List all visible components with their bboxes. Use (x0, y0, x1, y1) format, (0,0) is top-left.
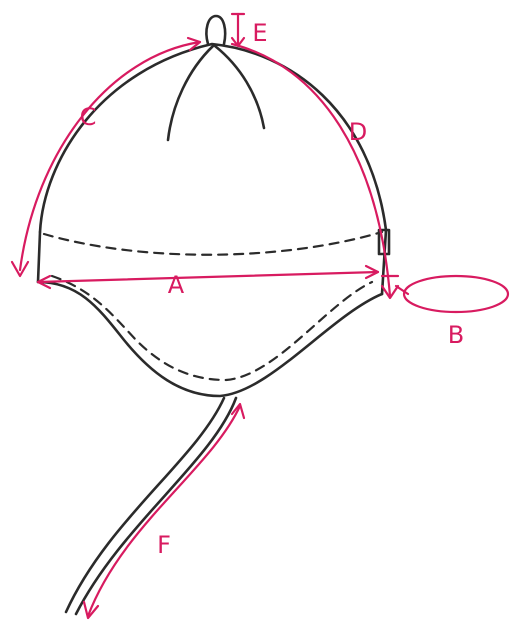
crown-seam-right (213, 44, 266, 130)
label-b: B (448, 321, 464, 349)
measure-f-arrow-bottom (82, 600, 100, 620)
measure-a-line (36, 270, 380, 284)
brim-fold-line (42, 230, 384, 256)
measure-c-arrow-top (186, 36, 202, 52)
measure-a-arrow-right (364, 264, 380, 280)
measure-c-arrow-bottom (10, 260, 30, 278)
measure-c-arc (18, 40, 202, 272)
crown-seam-left (166, 44, 215, 142)
top-loop (205, 14, 227, 46)
label-a: A (168, 271, 185, 299)
earflap-stitch-line (50, 274, 374, 382)
brim-band-right-edge (380, 228, 388, 296)
measure-b-leader (394, 284, 410, 296)
label-c: C (80, 103, 97, 131)
measure-d-arrow-bottom (380, 284, 400, 300)
earflap-outline (36, 280, 384, 398)
tie-strap-right-edge (74, 396, 238, 616)
tie-strap-left-edge (64, 396, 226, 614)
measure-a-arrow-left (36, 274, 52, 290)
label-d: D (349, 118, 367, 146)
measurement-marks: A C D E B F (10, 12, 510, 620)
measure-f-arrow-top (230, 402, 246, 420)
hat-crown-outline (38, 42, 388, 234)
measure-f-line (86, 404, 242, 618)
measure-e-arrow-bottom (230, 36, 246, 48)
label-e: E (252, 19, 267, 47)
brim-band-left-edge (36, 230, 42, 284)
measure-d-arc (230, 42, 392, 298)
label-f: F (157, 531, 171, 559)
hat-drawing (36, 14, 391, 616)
measure-b-oval (402, 274, 510, 314)
